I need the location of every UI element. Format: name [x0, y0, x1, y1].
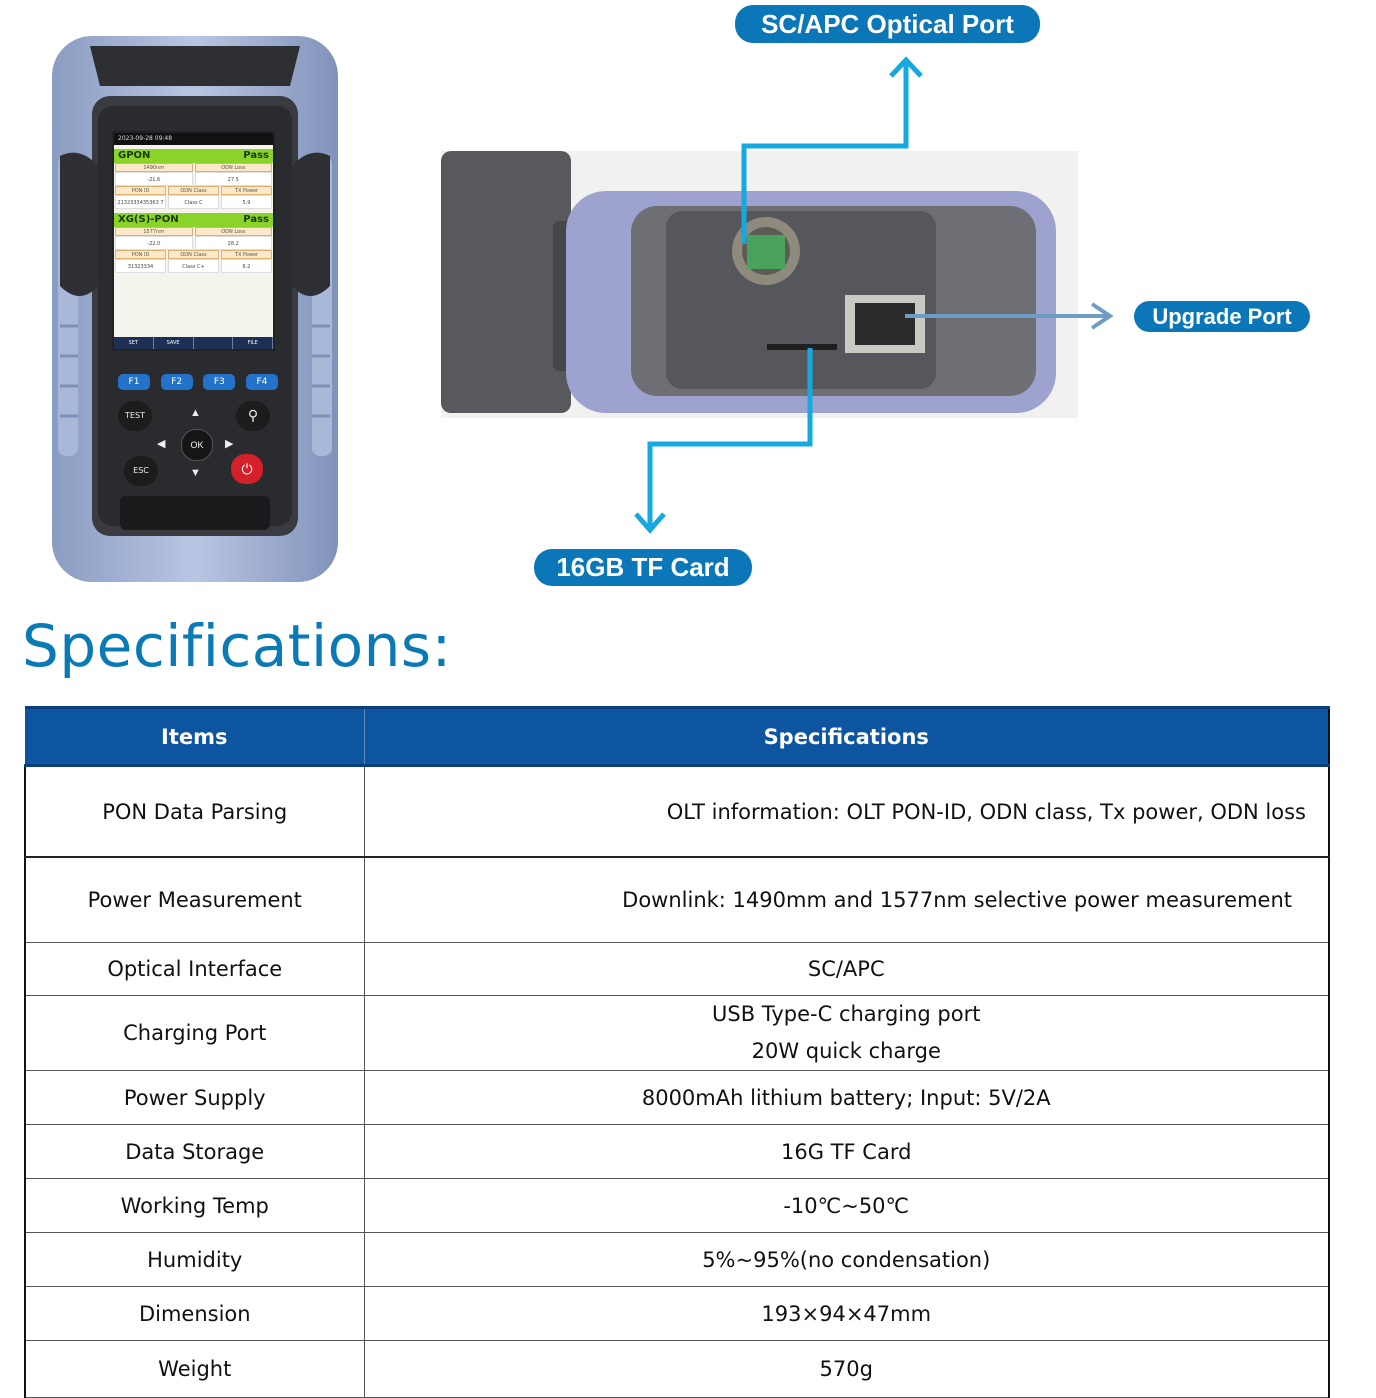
- screen-softkeys: SET SAVE FILE: [114, 337, 273, 349]
- screen-cell: TX Power: [221, 250, 272, 259]
- screen-cell: TX Power: [221, 186, 272, 195]
- value-cell: 16G TF Card: [363, 1124, 1330, 1179]
- screen-cell: 1577nm: [115, 227, 193, 236]
- screen-gpon-bar: GPON Pass: [114, 149, 273, 163]
- test-key: TEST: [118, 401, 152, 431]
- screen-cell: -21.6: [115, 172, 193, 186]
- screen-gpon-head1: 1490nm ODN Loss: [114, 163, 273, 172]
- value-cell: 8000mAh lithium battery; Input: 5V/2A: [363, 1070, 1330, 1125]
- value-cell: Downlink: 1490mm and 1577nm selective po…: [363, 856, 1330, 943]
- item-cell: Dimension: [24, 1286, 365, 1341]
- port-photo: [441, 151, 1078, 418]
- table-row: Power Supply 8000mAh lithium battery; In…: [24, 1070, 1330, 1125]
- screen-xgspon-label: XG(S)-PON: [118, 214, 179, 225]
- screen-cell: Class C: [168, 195, 219, 209]
- screen-gpon-val2: 2132333435363 7 Class C 5.9: [114, 195, 273, 209]
- search-icon: ⚲: [236, 401, 270, 431]
- screen-status-time: 2023-09-28 09:48: [114, 133, 273, 145]
- header-items: Items: [25, 706, 365, 767]
- screen-cell: 1490nm: [115, 163, 193, 172]
- value-line-2: 20W quick charge: [751, 1039, 941, 1063]
- tf-card-slot-icon: [767, 344, 837, 350]
- item-cell: Working Temp: [24, 1178, 365, 1233]
- screen-cell: PON ID: [115, 250, 166, 259]
- screen-gpon-head2: PON ID ODN Class TX Power: [114, 186, 273, 195]
- screen-cell: 27.5: [194, 172, 272, 186]
- device-screen: 2023-09-28 09:48 GPON Pass 1490nm ODN Lo…: [112, 131, 275, 351]
- device-photo: 2023-09-28 09:48 GPON Pass 1490nm ODN Lo…: [50, 36, 340, 584]
- value-cell: 5%~95%(no condensation): [363, 1232, 1330, 1287]
- screen-cell: ODN Loss: [194, 227, 272, 236]
- value-cell: SC/APC: [363, 942, 1330, 996]
- screen-cell: Class C+: [168, 259, 219, 273]
- table-row: Weight 570g: [24, 1340, 1330, 1398]
- header-specifications: Specifications: [364, 706, 1330, 767]
- item-cell: Charging Port: [24, 995, 365, 1071]
- ok-key: OK: [181, 429, 213, 461]
- value-cell: OLT information: OLT PON-ID, ODN class, …: [363, 765, 1330, 858]
- screen-cell: 6.2: [221, 259, 272, 273]
- power-icon: ⏻: [231, 454, 263, 484]
- screen-xgspon-bar: XG(S)-PON Pass: [114, 213, 273, 227]
- esc-key: ESC: [124, 456, 158, 486]
- screen-cell: ODN Class: [168, 186, 219, 195]
- item-cell: Power Measurement: [24, 856, 365, 943]
- specifications-title: Specifications:: [22, 612, 452, 680]
- f3-key: F3: [203, 374, 236, 390]
- arrow-left-icon: ◀: [157, 438, 166, 450]
- screen-xgspon-head1: 1577nm ODN Loss: [114, 227, 273, 236]
- item-cell: Power Supply: [24, 1070, 365, 1125]
- softkey-blank: [194, 337, 234, 349]
- screen-cell: 31323334: [115, 259, 166, 273]
- softkey-file: FILE: [233, 337, 273, 349]
- item-cell: Weight: [24, 1340, 365, 1398]
- optical-port-callout: SC/APC Optical Port: [735, 5, 1040, 43]
- item-cell: Optical Interface: [24, 942, 365, 996]
- screen-xgspon-val1: -22.0 28.2: [114, 236, 273, 250]
- arrow-up-icon: ▲: [190, 407, 201, 419]
- screen-gpon-result: Pass: [243, 150, 269, 161]
- screen-cell: 5.9: [221, 195, 272, 209]
- navigation-pad: ▲ ▼ ◀ ▶ OK: [151, 405, 241, 485]
- screen-cell: -22.0: [115, 236, 193, 250]
- table-row: Optical Interface SC/APC: [24, 942, 1330, 996]
- softkey-set: SET: [114, 337, 154, 349]
- table-row: PON Data Parsing OLT information: OLT PO…: [24, 765, 1330, 858]
- table-row: Humidity 5%~95%(no condensation): [24, 1232, 1330, 1287]
- table-row: Data Storage 16G TF Card: [24, 1124, 1330, 1179]
- table-row: Charging Port USB Type-C charging port 2…: [24, 995, 1330, 1071]
- arrow-down-icon: ▼: [190, 467, 201, 479]
- screen-xgspon-result: Pass: [243, 214, 269, 225]
- specifications-table: Items Specifications PON Data Parsing OL…: [24, 706, 1330, 1398]
- item-cell: PON Data Parsing: [24, 765, 365, 858]
- screen-xgspon-head2: PON ID ODN Class TX Power: [114, 250, 273, 259]
- item-cell: Data Storage: [24, 1124, 365, 1179]
- tf-card-callout: 16GB TF Card: [534, 549, 752, 586]
- table-row: Working Temp -10℃~50℃: [24, 1178, 1330, 1233]
- screen-gpon-val1: -21.6 27.5: [114, 172, 273, 186]
- function-keys: F1 F2 F3 F4: [118, 374, 278, 390]
- screen-cell: PON ID: [115, 186, 166, 195]
- softkey-save: SAVE: [154, 337, 194, 349]
- item-cell: Humidity: [24, 1232, 365, 1287]
- f4-key: F4: [245, 374, 278, 390]
- value-cell: 570g: [363, 1340, 1330, 1398]
- screen-cell: 28.2: [194, 236, 272, 250]
- f1-key: F1: [118, 374, 150, 390]
- value-cell: USB Type-C charging port 20W quick charg…: [363, 995, 1330, 1071]
- screen-cell: ODN Loss: [194, 163, 272, 172]
- arrow-right-icon: ▶: [225, 438, 234, 450]
- upgrade-port-callout: Upgrade Port: [1134, 301, 1310, 332]
- screen-cell: 2132333435363 7: [115, 195, 166, 209]
- value-cell: 193×94×47mm: [363, 1286, 1330, 1341]
- table-row: Power Measurement Downlink: 1490mm and 1…: [24, 856, 1330, 943]
- screen-xgspon-val2: 31323334 Class C+ 6.2: [114, 259, 273, 273]
- f2-key: F2: [160, 374, 193, 390]
- screen-cell: ODN Class: [168, 250, 219, 259]
- value-line-1: USB Type-C charging port: [712, 1002, 981, 1026]
- table-row: Dimension 193×94×47mm: [24, 1286, 1330, 1341]
- screen-gpon-label: GPON: [118, 150, 151, 161]
- value-cell: -10℃~50℃: [363, 1178, 1330, 1233]
- table-header-row: Items Specifications: [25, 706, 1330, 767]
